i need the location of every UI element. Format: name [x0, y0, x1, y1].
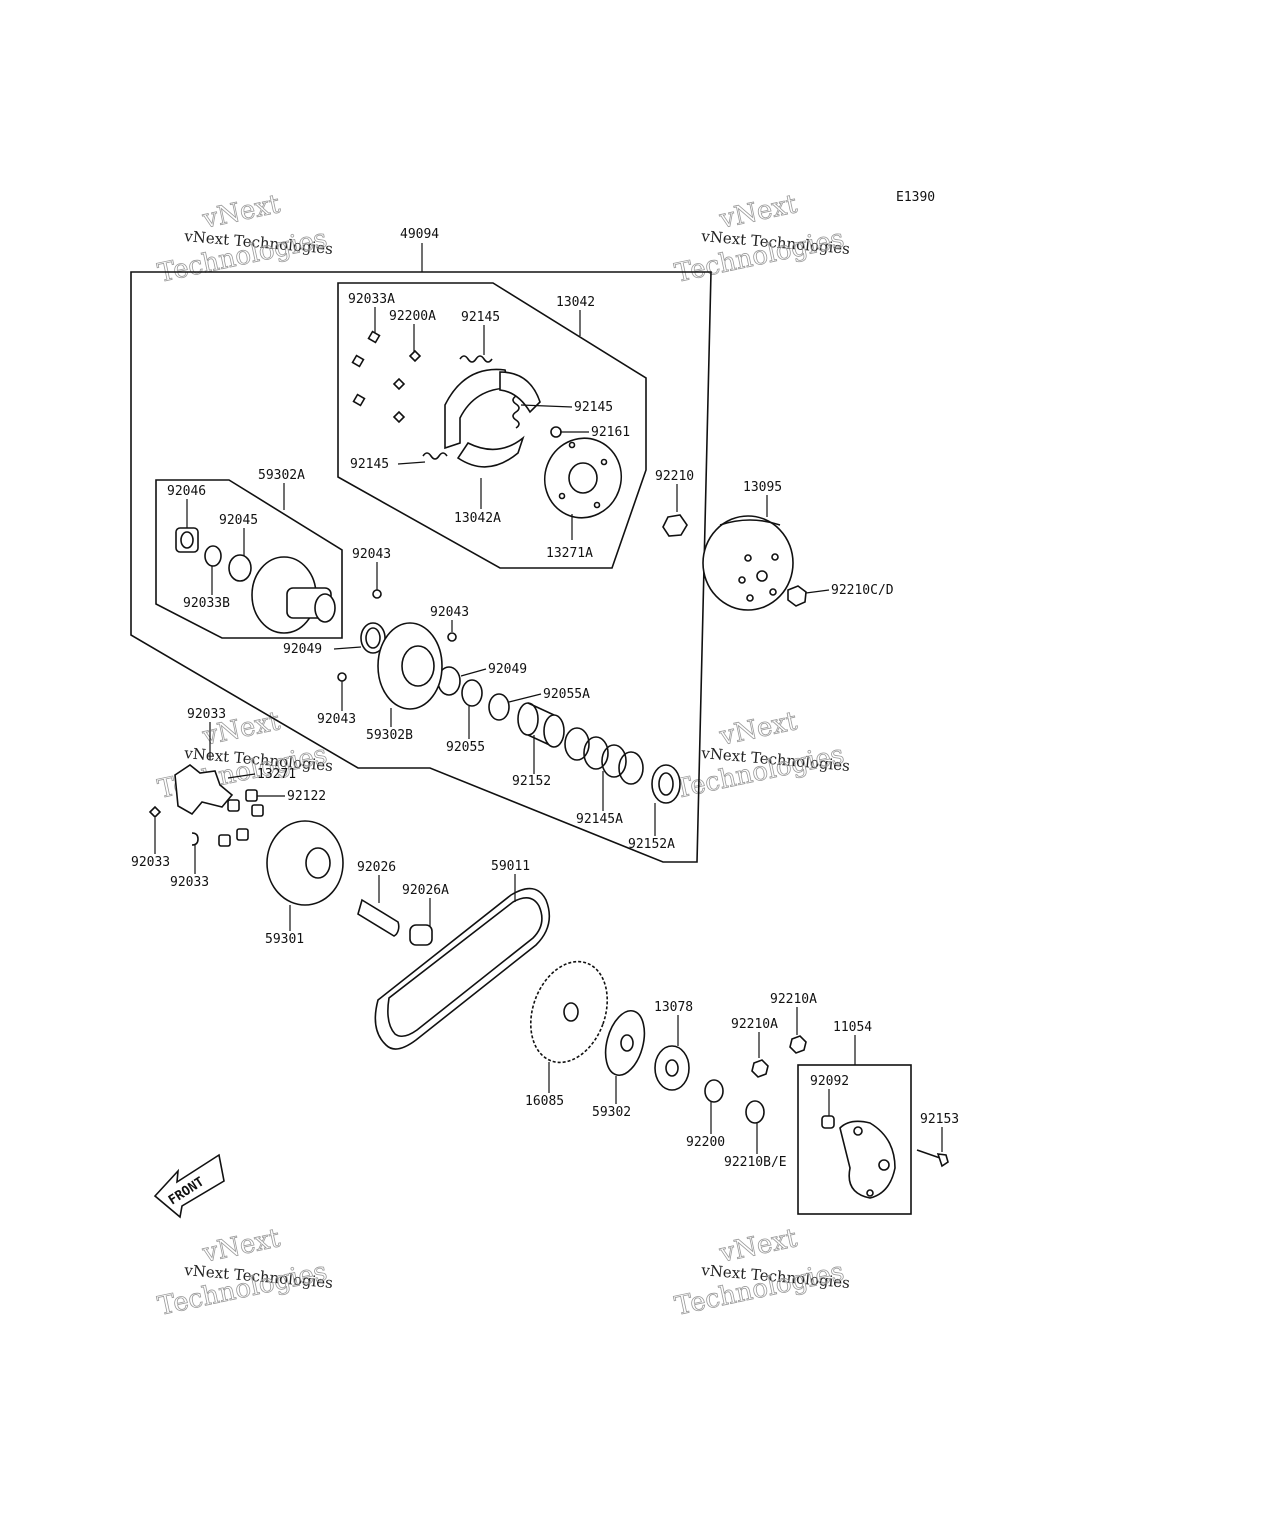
clutch-housing: [702, 515, 794, 611]
part-label-8: 13042A: [454, 511, 501, 526]
washer-92200: [704, 1079, 724, 1103]
part-label-5: 92145: [574, 400, 613, 415]
movable-drive-face: [377, 622, 443, 710]
leader-line-19: [333, 646, 362, 650]
driven-sprocket: [529, 960, 609, 1064]
cooling-fan: [604, 1009, 646, 1077]
leader-line-29: [227, 773, 256, 779]
part-label-7: 92145: [350, 457, 389, 472]
part-label-42: 11054: [833, 1020, 872, 1035]
nut-92210: [662, 514, 688, 537]
leader-line-20: [460, 668, 487, 677]
part-label-23: 59302B: [366, 728, 413, 743]
assembly-frame-59302A: [155, 479, 343, 639]
part-label-41: 92210A: [770, 992, 817, 1007]
clutch-shoe-assembly: [444, 368, 541, 468]
leader-line-7: [397, 461, 426, 465]
part-label-39: 13078: [654, 1000, 693, 1015]
part-label-21: 92055A: [543, 687, 590, 702]
leader-line-12: [805, 589, 830, 594]
seal-rings: [337, 589, 510, 721]
part-label-25: 92152: [512, 774, 551, 789]
bracket-11054: [821, 1115, 896, 1199]
part-label-29: 13271: [257, 767, 296, 782]
part-label-13: 59302A: [258, 468, 305, 483]
part-label-20: 92049: [488, 662, 527, 677]
part-label-32: 92033: [170, 875, 209, 890]
watermark-top-right: vNext vNext Technologies Technologies: [672, 189, 851, 289]
part-label-3: 92200A: [389, 309, 436, 324]
part-label-27: 92152A: [628, 837, 675, 852]
svg-text:vNext: vNext: [716, 706, 800, 752]
drive-belt: [374, 887, 551, 1050]
front-direction-arrow: FRONT: [153, 1153, 225, 1219]
nut-92210A-a: [751, 1059, 769, 1078]
assembly-frame-13042: [337, 282, 647, 569]
svg-text:vNext: vNext: [199, 189, 283, 235]
part-label-14: 92046: [167, 484, 206, 499]
leader-line-21: [508, 693, 542, 703]
compression-spring: [564, 727, 644, 785]
ramp-plate-and-rollers: [148, 764, 264, 847]
svg-text:vNext: vNext: [716, 189, 800, 235]
part-label-0: 49094: [400, 227, 439, 242]
drive-plate: [543, 426, 623, 519]
nut-92210B-E: [745, 1100, 765, 1124]
clutch-springs: [422, 355, 520, 460]
part-label-1: 13042: [556, 295, 595, 310]
part-label-31: 92033: [131, 855, 170, 870]
driven-face-assembly: [175, 527, 336, 634]
part-label-22: 92043: [317, 712, 356, 727]
part-label-4: 92145: [461, 310, 500, 325]
part-label-12: 92210C/D: [831, 583, 894, 598]
gear-13078: [654, 1045, 690, 1091]
part-label-10: 92210: [655, 469, 694, 484]
leader-line-5: [520, 404, 573, 408]
part-label-37: 16085: [525, 1094, 564, 1109]
part-label-34: 92026: [357, 860, 396, 875]
part-label-16: 92033B: [183, 596, 230, 611]
part-label-26: 92145A: [576, 812, 623, 827]
part-label-9: 13271A: [546, 546, 593, 561]
part-label-30: 92122: [287, 789, 326, 804]
part-label-40: 92210A: [731, 1017, 778, 1032]
svg-text:vNext: vNext: [716, 1223, 800, 1269]
drive-pulley: [266, 820, 344, 906]
part-label-24: 92055: [446, 740, 485, 755]
part-label-28: 92033: [187, 707, 226, 722]
nut-92210C-D: [787, 585, 807, 607]
part-label-33: 59301: [265, 932, 304, 947]
part-label-18: 92043: [430, 605, 469, 620]
part-label-43: 92092: [810, 1074, 849, 1089]
part-label-19: 92049: [283, 642, 322, 657]
part-label-11: 13095: [743, 480, 782, 495]
part-label-38: 59302: [592, 1105, 631, 1120]
diagram-code: E1390: [896, 190, 935, 205]
part-label-36: 59011: [491, 859, 530, 874]
part-label-17: 92043: [352, 547, 391, 562]
part-leaders: [154, 307, 943, 1154]
part-label-45: 92200: [686, 1135, 725, 1150]
sleeves: [357, 898, 433, 946]
part-label-6: 92161: [591, 425, 630, 440]
collar-92152A: [651, 764, 681, 804]
part-labels: 49094 13042 92033A 92200A 92145 92145 92161 921…: [131, 227, 959, 1170]
part-label-35: 92026A: [402, 883, 449, 898]
nut-92210A-b: [789, 1035, 807, 1054]
watermark-bottom-right: vNext vNext Technologies Technologies: [672, 1223, 851, 1322]
svg-text:vNext: vNext: [199, 1223, 283, 1269]
assembly-frame-49094: [130, 271, 712, 863]
watermark-bottom-left: vNext vNext Technologies Technologies: [155, 1223, 334, 1322]
watermark-top-left: vNext vNext Technologies Technologies: [155, 189, 334, 289]
part-label-44: 92153: [920, 1112, 959, 1127]
part-label-46: 92210B/E: [724, 1155, 787, 1170]
part-label-2: 92033A: [348, 292, 395, 307]
collar-92152: [517, 702, 565, 748]
bolt-92153: [916, 1149, 949, 1168]
part-label-15: 92045: [219, 513, 258, 528]
small-screws-group: [351, 330, 422, 424]
